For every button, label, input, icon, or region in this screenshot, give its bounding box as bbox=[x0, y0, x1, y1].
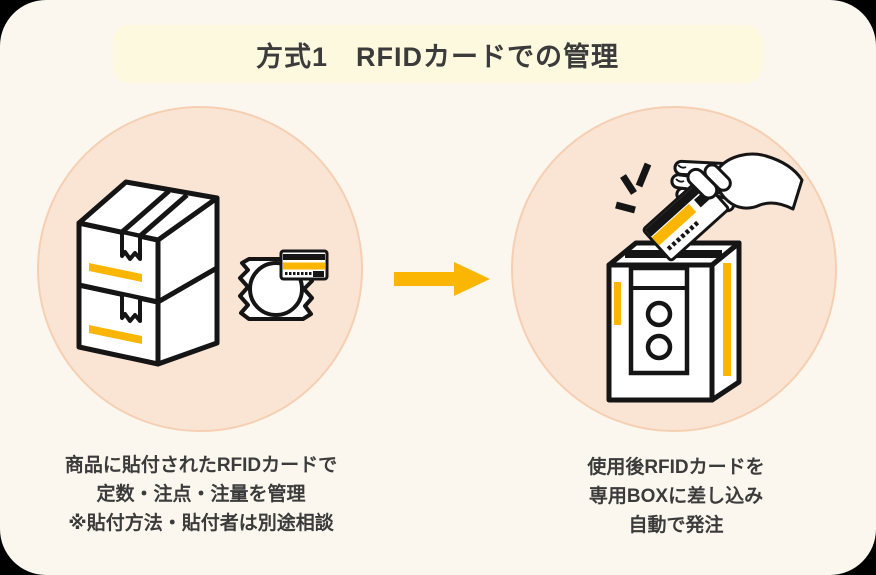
flow-arrow-icon bbox=[394, 262, 490, 296]
caption-line: 自動で発注 bbox=[628, 515, 724, 536]
left-step-circle bbox=[37, 106, 363, 432]
hand-with-card-icon bbox=[642, 152, 804, 262]
page-title: 方式1 RFIDカードでの管理 bbox=[255, 41, 619, 72]
rfid-card-packet-icon bbox=[238, 249, 329, 321]
click-burst-icon bbox=[615, 162, 652, 214]
right-step-caption: 使用後RFIDカードを 専用BOXに差し込み 自動で発注 bbox=[516, 453, 836, 540]
caption-line: 定数・注点・注量を管理 bbox=[96, 484, 306, 505]
title-banner: 方式1 RFIDカードでの管理 bbox=[113, 25, 762, 83]
left-step-caption: 商品に貼付されたRFIDカードで 定数・注点・注量を管理 ※貼付方法・貼付者は別… bbox=[21, 451, 381, 538]
collection-box-icon bbox=[606, 152, 804, 403]
stacked-boxes-icon bbox=[76, 179, 329, 367]
caption-line: 使用後RFIDカードを bbox=[587, 457, 765, 478]
right-step-circle bbox=[511, 106, 837, 432]
caption-line: 専用BOXに差し込み bbox=[588, 486, 764, 507]
caption-line: ※貼付方法・貼付者は別途相談 bbox=[68, 513, 334, 534]
caption-line: 商品に貼付されたRFIDカードで bbox=[64, 455, 338, 476]
